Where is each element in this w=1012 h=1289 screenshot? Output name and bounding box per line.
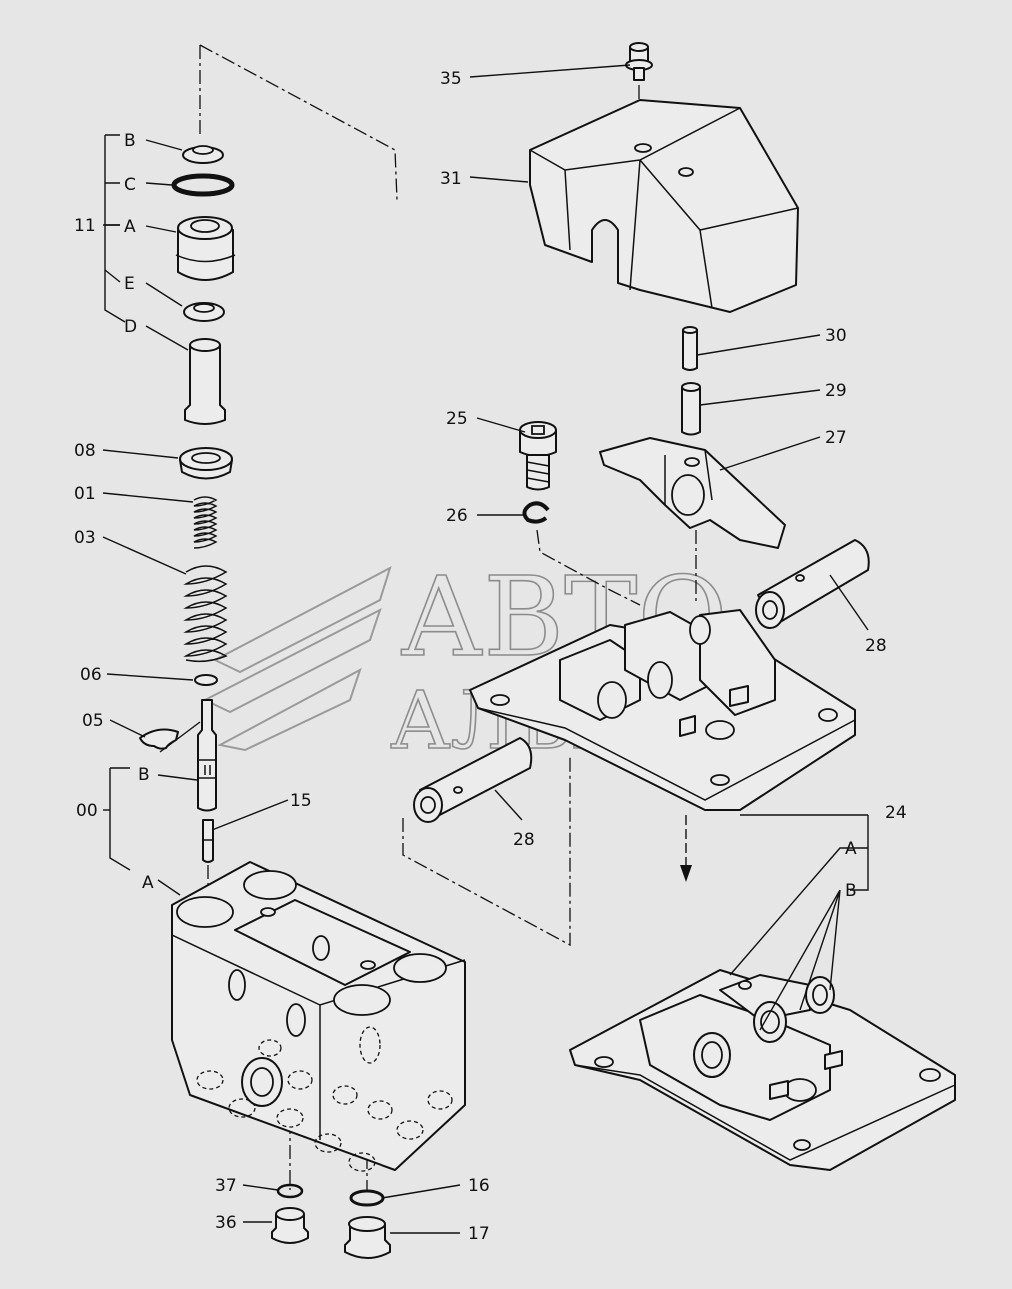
o-ring-37 — [276, 1183, 304, 1199]
label-11: 11 — [74, 216, 96, 236]
plug-36 — [271, 1207, 309, 1244]
label-16: 16 — [468, 1176, 490, 1196]
guide-line-top — [199, 44, 398, 201]
guide-line-screw — [536, 529, 641, 606]
label-24: 24 — [885, 803, 907, 823]
label-30: 30 — [825, 326, 847, 346]
label-11-b: B — [124, 131, 136, 151]
label-00-a: A — [142, 873, 154, 893]
label-00-b: B — [138, 765, 150, 785]
bolt-35 — [625, 42, 653, 81]
pin-28-upper — [755, 539, 870, 629]
retainer-08 — [179, 447, 233, 480]
label-26: 26 — [446, 506, 468, 526]
arrow-down-icon — [680, 815, 692, 882]
label-11-e: E — [124, 274, 135, 294]
label-00: 00 — [76, 801, 98, 821]
part-labels: 35 31 30 29 27 25 26 28 28 24 A B 11 B C… — [74, 69, 907, 1244]
cap-screw-25 — [519, 421, 557, 491]
washer-06 — [194, 674, 218, 686]
pin-15 — [202, 819, 214, 863]
label-15: 15 — [290, 791, 312, 811]
spool-00b — [197, 699, 217, 812]
snap-ring-26 — [522, 501, 550, 524]
label-31: 31 — [440, 169, 462, 189]
bushing-11a — [175, 216, 236, 281]
circlip-05 — [139, 728, 179, 750]
label-36: 36 — [215, 1213, 237, 1233]
guide-line-bracket — [402, 755, 571, 947]
o-ring-11c — [171, 173, 235, 197]
label-24-a: A — [845, 839, 857, 859]
sleeve-11d — [184, 338, 226, 425]
pin-28-lower — [413, 737, 533, 823]
label-11-c: C — [124, 175, 136, 195]
label-05: 05 — [82, 711, 104, 731]
cover-31 — [529, 99, 799, 313]
bushing-29 — [681, 382, 701, 436]
label-35: 35 — [440, 69, 462, 89]
label-08: 08 — [74, 441, 96, 461]
label-06: 06 — [80, 665, 102, 685]
label-37: 37 — [215, 1176, 237, 1196]
seal-ring-11b — [182, 145, 224, 164]
inner-spring-01 — [193, 496, 218, 549]
seal-ring-11e — [183, 302, 225, 322]
label-17: 17 — [468, 1224, 490, 1244]
label-01: 01 — [74, 484, 96, 504]
label-28-lower: 28 — [513, 830, 535, 850]
label-27: 27 — [825, 428, 847, 448]
valve-body-00a — [171, 861, 466, 1172]
label-11-a: A — [124, 217, 136, 237]
watermark-logo — [202, 565, 392, 752]
leader-lines — [102, 64, 869, 1234]
label-24-b: B — [845, 881, 857, 901]
plug-17 — [344, 1216, 391, 1259]
label-25: 25 — [446, 409, 468, 429]
label-28-upper: 28 — [865, 636, 887, 656]
plate-24-detail — [569, 969, 956, 1171]
o-ring-16 — [349, 1189, 385, 1207]
pin-30 — [682, 326, 698, 371]
label-03: 03 — [74, 528, 96, 548]
label-29: 29 — [825, 381, 847, 401]
outer-spring-03 — [183, 565, 228, 663]
plate-24 — [469, 609, 856, 811]
lever-27 — [599, 437, 786, 549]
label-11-d: D — [124, 317, 137, 337]
